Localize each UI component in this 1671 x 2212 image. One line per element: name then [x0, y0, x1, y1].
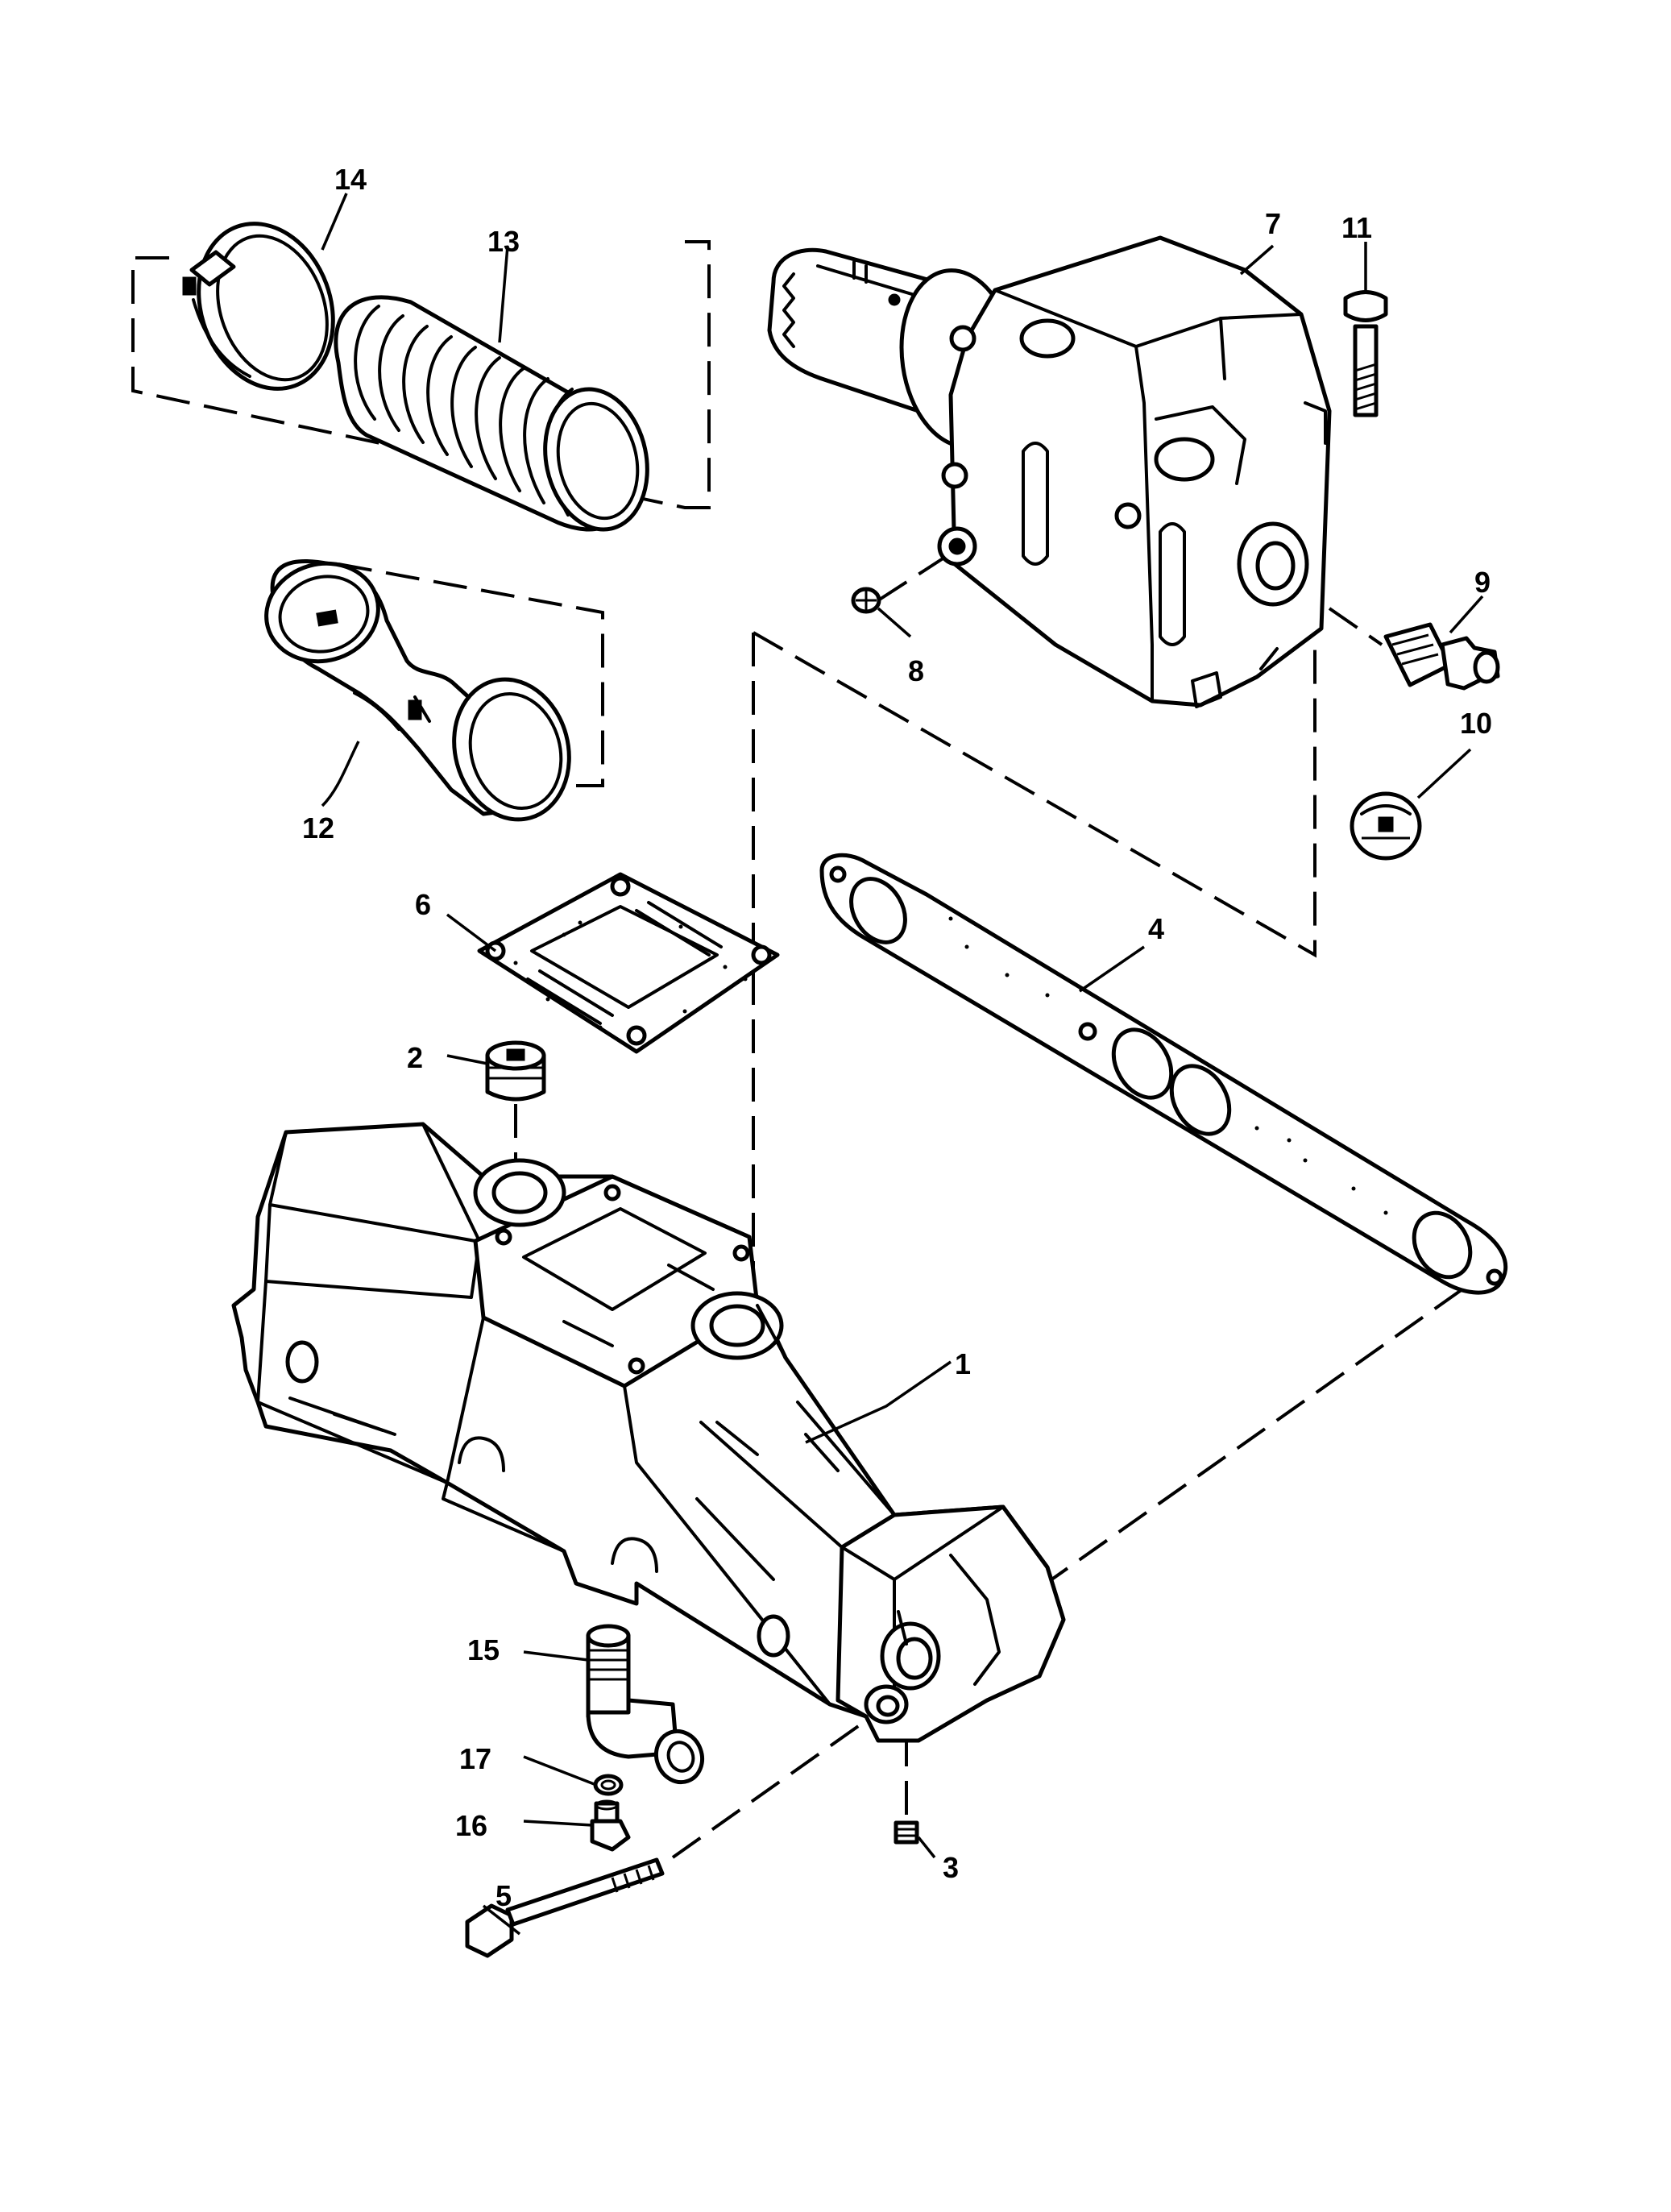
- stud-bolt-part-5: [465, 1857, 665, 1958]
- exhaust-bellows-part-13: [334, 295, 649, 532]
- o-ring-part-17: [593, 1774, 624, 1796]
- manifold-gasket-part-4: [819, 853, 1508, 1295]
- callout-10: 10: [1460, 707, 1492, 740]
- callout-3: 3: [943, 1851, 959, 1884]
- callout-15: 15: [467, 1633, 500, 1666]
- exhaust-manifold-part-1: [231, 1122, 1066, 1743]
- riser-gasket-part-6: [477, 872, 780, 1054]
- hose-clamp-part-14: [182, 222, 335, 391]
- hose-fitting-part-9: [1383, 622, 1500, 691]
- plug-part-10: [1350, 791, 1422, 861]
- callout-9: 9: [1474, 566, 1491, 599]
- callout-1: 1: [955, 1347, 971, 1380]
- exhaust-riser-part-7: [767, 235, 1332, 708]
- drain-plug-part-3: [894, 1820, 919, 1845]
- callout-8: 8: [908, 654, 924, 687]
- exhaust-elbow-part-12: [264, 558, 571, 822]
- leader-lines: [321, 193, 1484, 1936]
- callout-7: 7: [1265, 207, 1281, 240]
- callout-2: 2: [407, 1041, 423, 1074]
- bolt-part-11: [1343, 290, 1388, 417]
- callout-14: 14: [334, 163, 367, 196]
- callout-16: 16: [455, 1809, 487, 1842]
- callout-11: 11: [1341, 211, 1372, 244]
- pipe-plug-part-8: [851, 587, 881, 614]
- callout-6: 6: [415, 888, 431, 921]
- fitting-part-16: [590, 1799, 631, 1852]
- callout-4: 4: [1148, 912, 1164, 945]
- elbow-fitting-part-15: [586, 1624, 704, 1785]
- callout-13: 13: [487, 225, 520, 258]
- callout-labels: 1 2 3 4 5 6 7 8 9 10 11 12 13 14 15 16 1…: [302, 163, 1492, 1912]
- callout-12: 12: [302, 811, 334, 845]
- pipe-plug-part-2: [485, 1040, 546, 1102]
- callout-5: 5: [495, 1879, 512, 1912]
- callout-17: 17: [459, 1742, 491, 1775]
